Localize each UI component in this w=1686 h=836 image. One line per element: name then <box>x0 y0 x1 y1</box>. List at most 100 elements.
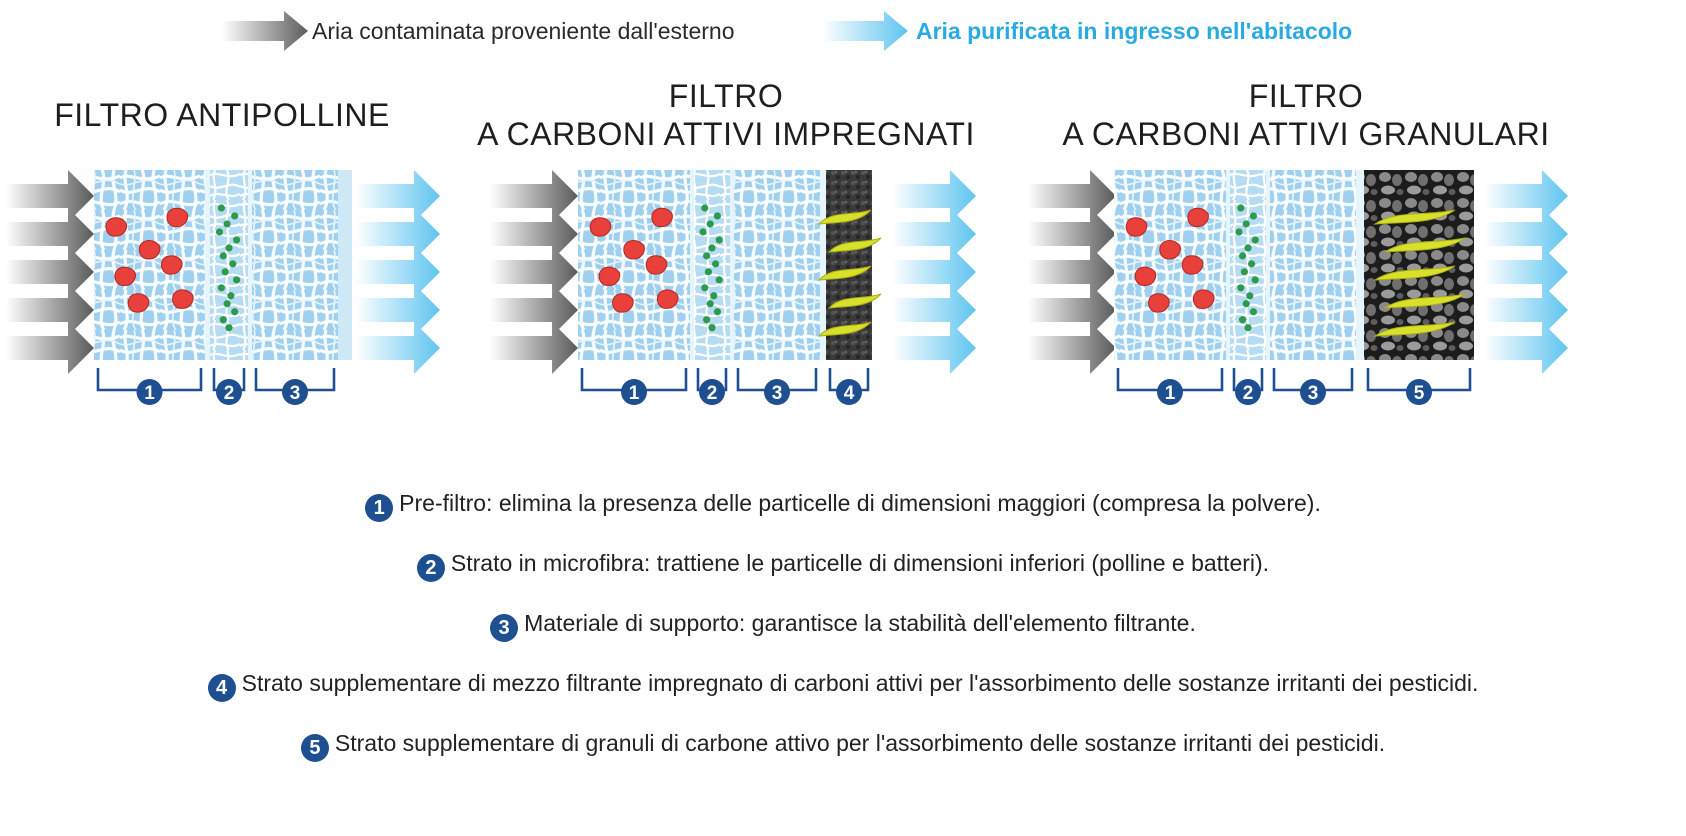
layer-fibers-3 <box>252 170 338 360</box>
pollen-particle <box>706 220 714 228</box>
layer-separator <box>690 170 694 360</box>
pollutant-particle <box>623 240 645 260</box>
incoming-air-arrow <box>1028 284 1116 336</box>
pollen-particle <box>233 236 241 244</box>
pollutant-particle <box>657 289 679 309</box>
incoming-air-arrow <box>490 208 578 260</box>
layer-separator <box>1356 170 1364 360</box>
pollen-particle <box>1251 236 1259 244</box>
pollen-particle <box>1242 300 1250 308</box>
layer-fibers-2 <box>694 170 730 360</box>
pollen-particle <box>231 308 239 316</box>
chemical-particle <box>1373 209 1456 225</box>
outgoing-air-arrow <box>892 208 976 260</box>
incoming-air-arrow <box>6 284 94 336</box>
incoming-air-arrow <box>1028 246 1116 298</box>
layer-separator <box>1226 170 1230 360</box>
pollutant-particle <box>1159 240 1181 260</box>
outgoing-air-arrow <box>356 170 440 222</box>
pollen-particle <box>231 212 239 220</box>
pollen-particle <box>1249 308 1257 316</box>
badge-3: 3 <box>490 614 519 642</box>
filter-title-antipolline: FILTRO ANTIPOLLINE <box>22 96 422 134</box>
description-5-text: Strato supplementare di granuli di carbo… <box>334 730 1386 756</box>
pollen-particle <box>1235 228 1243 236</box>
pollutant-particle <box>1193 289 1215 309</box>
layer-fibers-3 <box>1270 170 1356 360</box>
layer-badge-number: 2 <box>1243 383 1254 404</box>
layer-badge <box>1157 379 1183 405</box>
pollen-particle <box>708 324 716 332</box>
pollen-particle <box>712 260 720 268</box>
pollen-particle <box>701 284 709 292</box>
incoming-air-arrow <box>6 322 94 374</box>
layer-badge <box>282 379 308 405</box>
incoming-air-arrow <box>490 246 578 298</box>
chemical-particle <box>1373 321 1456 337</box>
layer-fibers-1 <box>94 170 205 360</box>
outgoing-air-arrow <box>1484 170 1568 222</box>
pollen-particle <box>713 212 722 220</box>
filter-title-carboni-granulari: FILTRO A CARBONI ATTIVI GRANULARI <box>1046 77 1566 153</box>
pollen-particle <box>715 276 723 284</box>
pollen-particle <box>715 236 723 244</box>
pollen-particle <box>225 324 233 332</box>
pollutant-particle <box>1134 266 1157 287</box>
pollen-particle <box>229 260 237 268</box>
layer-badge <box>764 379 790 405</box>
layer-badge-number: 1 <box>629 383 640 404</box>
layer-fibers-2 <box>1230 170 1266 360</box>
pollutant-particle <box>114 266 136 287</box>
incoming-air-arrow <box>1028 322 1116 374</box>
pollen-particle <box>217 284 225 292</box>
legend-contaminated-label: Aria contaminata proveniente dall'estern… <box>312 18 735 44</box>
pollutant-particle <box>1181 255 1204 275</box>
layer-separator <box>205 170 210 360</box>
chemical-particle <box>817 265 872 281</box>
pollen-particle <box>233 276 241 284</box>
filter-title-line: A CARBONI ATTIVI IMPREGNATI <box>477 116 975 152</box>
layer-badge-number: 2 <box>707 383 718 404</box>
legend-gray-arrow-icon <box>222 11 308 51</box>
incoming-air-arrow <box>1028 208 1116 260</box>
layer-separator <box>820 170 826 360</box>
pollen-particle <box>1242 220 1250 228</box>
layer-fibers-2 <box>210 170 248 360</box>
chemical-particle <box>1373 265 1456 281</box>
layer-badge <box>621 379 647 405</box>
pollen-particle <box>1244 244 1252 252</box>
layer-badge-number: 5 <box>1414 383 1425 404</box>
layer-badge-number: 3 <box>290 383 301 404</box>
incoming-air-arrow <box>6 208 94 260</box>
filter-title-line: A CARBONI ATTIVI GRANULARI <box>1062 116 1550 152</box>
description-4-text: Strato supplementare di mezzo filtrante … <box>241 670 1479 696</box>
pollen-particle <box>1251 276 1259 284</box>
layer-badge-number: 1 <box>1165 383 1176 404</box>
outgoing-air-arrow <box>356 208 440 260</box>
outgoing-air-arrow <box>356 246 440 298</box>
pollen-particle <box>704 268 713 276</box>
filter-title-line: FILTRO ANTIPOLLINE <box>54 97 390 133</box>
incoming-air-arrow <box>490 284 578 336</box>
layer-badge <box>1406 379 1432 405</box>
incoming-air-arrow <box>1028 170 1116 222</box>
pollutant-particle <box>1187 207 1209 228</box>
layer-badge <box>699 379 725 405</box>
chemical-particle <box>827 237 882 253</box>
pollen-particle <box>699 228 707 236</box>
pollutant-particle <box>612 293 634 313</box>
chemical-particle <box>817 321 872 337</box>
pollen-particle <box>219 316 227 324</box>
badge-4: 4 <box>207 674 236 702</box>
layer-badge <box>836 379 862 405</box>
chemical-particle <box>827 293 882 309</box>
outgoing-air-arrow <box>892 322 976 374</box>
layer-edge <box>338 170 352 360</box>
layer-fibers-1 <box>578 170 690 360</box>
pollutant-particle <box>1125 217 1148 237</box>
pollen-particle <box>215 228 224 236</box>
